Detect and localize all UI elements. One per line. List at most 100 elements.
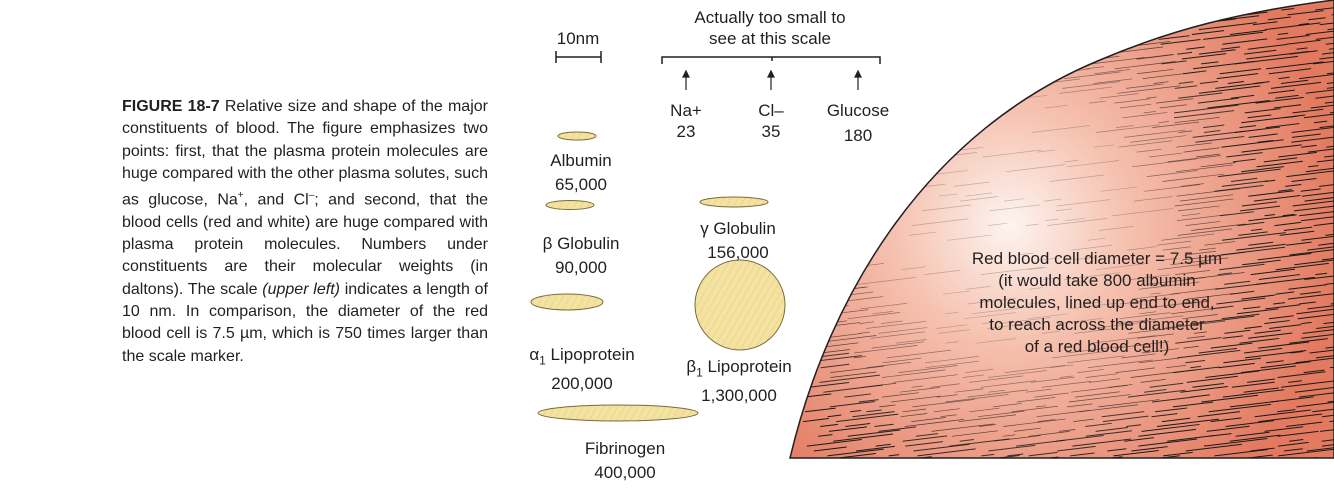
rbc-shading-stroke [930, 383, 960, 388]
rbc-shading-stroke [1107, 14, 1145, 21]
rbc-shading-stroke [1285, 183, 1302, 187]
rbc-shading-stroke [1157, 263, 1210, 271]
rbc-shading-stroke [915, 55, 938, 60]
rbc-shading-stroke [1289, 247, 1334, 256]
caption-text-3: ; and second, that the blood cells (red … [122, 191, 488, 298]
rbc-shading-stroke [1244, 108, 1281, 114]
rbc-shading-stroke [1252, 21, 1278, 26]
rbc-shading-stroke [1095, 263, 1149, 271]
rbc-shading-stroke [846, 464, 898, 470]
rbc-shading-stroke [1127, 246, 1157, 251]
rbc-shading-stroke [898, 33, 944, 40]
rbc-shading-stroke [1301, 144, 1317, 148]
rbc-shading-stroke [1203, 31, 1264, 40]
rbc-shading-stroke [1225, 420, 1275, 427]
rbc-shading-stroke [1268, 89, 1295, 94]
rbc-shading-stroke [1255, 96, 1304, 104]
rbc-shading-stroke [1283, 226, 1313, 231]
rbc-shading-stroke [987, 32, 1046, 40]
rbc-shading-stroke [1247, 44, 1287, 50]
rbc-shading-stroke [965, 368, 994, 373]
rbc-shading-stroke [1206, 425, 1250, 432]
rbc-shading-stroke [980, 266, 1044, 275]
rbc-shading-stroke [1215, 282, 1267, 290]
rbc-shading-stroke [1075, 391, 1120, 398]
rbc-shading-stroke [987, 322, 1034, 329]
rbc-shading-stroke [1118, 140, 1172, 148]
rbc-shading-stroke [1198, 22, 1257, 31]
rbc-shading-stroke [1099, 93, 1139, 99]
rbc-shading-stroke [1142, 71, 1200, 79]
rbc-shading-stroke [1086, 37, 1141, 45]
rbc-shading-stroke [1157, 418, 1220, 427]
rbc-shading-stroke [1147, 277, 1205, 285]
rbc-shading-stroke [1307, 301, 1334, 310]
rbc-shading-stroke [1025, 388, 1052, 393]
rbc-shading-stroke [1194, 331, 1207, 334]
rbc-shading-stroke [830, 365, 884, 373]
rbc-shading-stroke [1122, 112, 1168, 119]
rbc-shading-stroke [1113, 466, 1154, 471]
rbc-shading-stroke [1059, 375, 1073, 378]
rbc-shading-stroke [1070, 385, 1128, 393]
rbc-shading-stroke [1248, 190, 1295, 197]
alpha-symbol: α [529, 345, 540, 364]
rbc-shading-stroke [844, 91, 856, 94]
rbc-shading-stroke [937, 463, 999, 470]
rbc-shading-stroke [902, 408, 926, 413]
rbc-shading-stroke [988, 370, 1047, 378]
rbc-shading-stroke [1258, 274, 1301, 280]
rbc-shading-stroke [1170, 306, 1226, 315]
rbc-shading-stroke [1293, 203, 1334, 212]
rbc-shading-stroke [1258, 341, 1310, 349]
rbc-shading-stroke [1286, 39, 1321, 45]
rbc-shading-stroke [1046, 218, 1108, 226]
rbc-shading-stroke [1286, 465, 1334, 471]
rbc-shading-stroke [847, 429, 901, 437]
rbc-shading-stroke [959, 438, 975, 442]
rbc-shading-stroke [1013, 427, 1041, 432]
rbc-shading-stroke [946, 48, 990, 55]
rbc-shading-stroke [1108, 384, 1133, 388]
rbc-shading-stroke [1268, 68, 1312, 75]
rbc-shading-stroke [929, 69, 959, 75]
rbc-shading-stroke [1116, 20, 1145, 26]
rbc-shading-stroke [834, 203, 856, 207]
rbc-shading-stroke [887, 56, 904, 60]
rbc-shading-stroke [1237, 221, 1265, 227]
rbc-shading-stroke [865, 320, 926, 329]
fibrinogen-weight: 400,000 [594, 463, 656, 482]
rbc-shading-stroke [1224, 280, 1251, 285]
rbc-shading-stroke [926, 91, 939, 94]
rbc-shading-stroke [1138, 357, 1180, 364]
rbc-shading-stroke [1126, 424, 1142, 427]
rbc-shading-stroke [837, 79, 869, 84]
rbc-shading-stroke [1000, 47, 1057, 55]
small-solutes-title-line1: Actually too small to [694, 8, 846, 27]
na-superscript: + [237, 190, 244, 202]
rbc-shading-stroke [850, 409, 862, 413]
rbc-shading-stroke [936, 324, 968, 329]
rbc-shading-stroke [886, 349, 952, 359]
rbc-shading-stroke [1203, 130, 1221, 133]
rbc-shading-stroke [808, 381, 850, 388]
beta-globulin-label: β Globulin 90,000 [543, 233, 620, 278]
glucose-weight: 180 [843, 126, 873, 145]
rbc-shading-stroke [1247, 378, 1276, 383]
beta1-lipoprotein-weight: 1,300,000 [701, 386, 777, 406]
rbc-shading-stroke [825, 242, 842, 246]
rbc-shading-stroke [1151, 413, 1178, 418]
rbc-shading-stroke [1198, 85, 1261, 94]
rbc-shading-stroke [1045, 218, 1059, 222]
rbc-shading-stroke [1072, 256, 1097, 261]
rbc-shading-stroke [803, 88, 836, 94]
rbc-shading-stroke [1158, 35, 1190, 40]
rbc-shading-stroke [1027, 267, 1046, 271]
rbc-shading-stroke [1179, 194, 1234, 202]
rbc-shading-stroke [1319, 179, 1334, 187]
rbc-shading-stroke [807, 267, 860, 275]
rbc-shading-stroke [1229, 290, 1255, 295]
rbc-shading-stroke [1304, 275, 1334, 280]
gamma-globulin-weight: 156,000 [707, 243, 769, 262]
rbc-shading-stroke [1296, 47, 1308, 50]
